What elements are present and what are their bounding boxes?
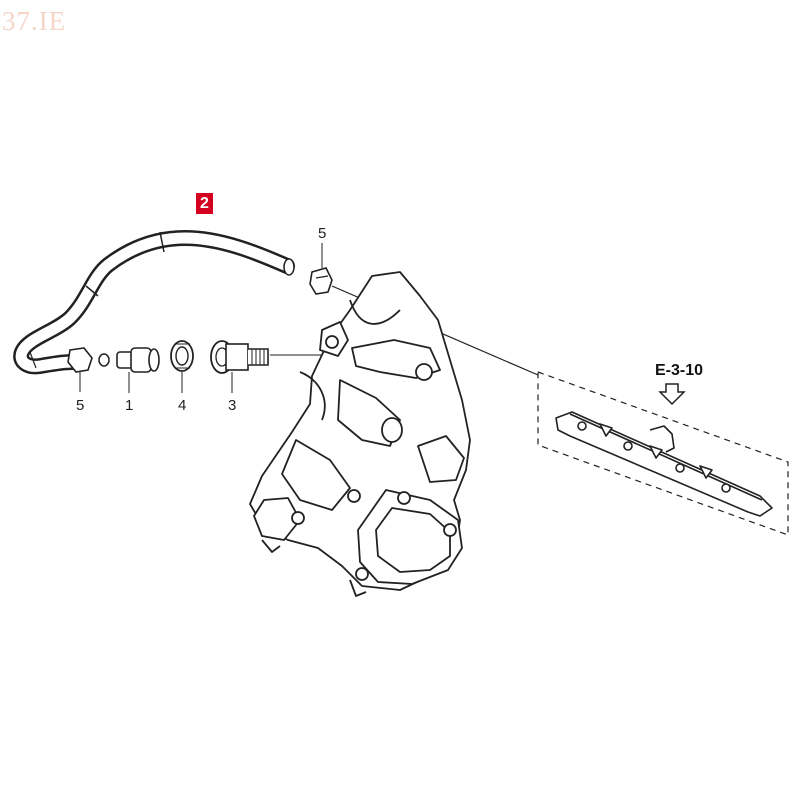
callout-part-4: 4 xyxy=(178,397,187,414)
intake-manifold xyxy=(249,271,471,597)
o-ring xyxy=(98,353,110,367)
callout-part-3: 3 xyxy=(228,397,237,414)
clip-lower xyxy=(67,347,93,392)
watermark: 37.IE xyxy=(2,6,67,36)
reference-label: E-3-10 xyxy=(655,362,704,379)
reference-box xyxy=(537,371,789,536)
pcv-joint xyxy=(210,340,338,393)
clip-upper xyxy=(309,243,333,295)
grommet xyxy=(170,340,194,393)
pcv-valve xyxy=(116,347,160,393)
callout-part-5-lower: 5 xyxy=(76,397,85,414)
callout-part-2: 2 xyxy=(196,193,213,214)
pcv-hose xyxy=(13,229,295,375)
callout-part-5-upper: 5 xyxy=(318,225,327,242)
callout-part-1: 1 xyxy=(125,397,134,414)
